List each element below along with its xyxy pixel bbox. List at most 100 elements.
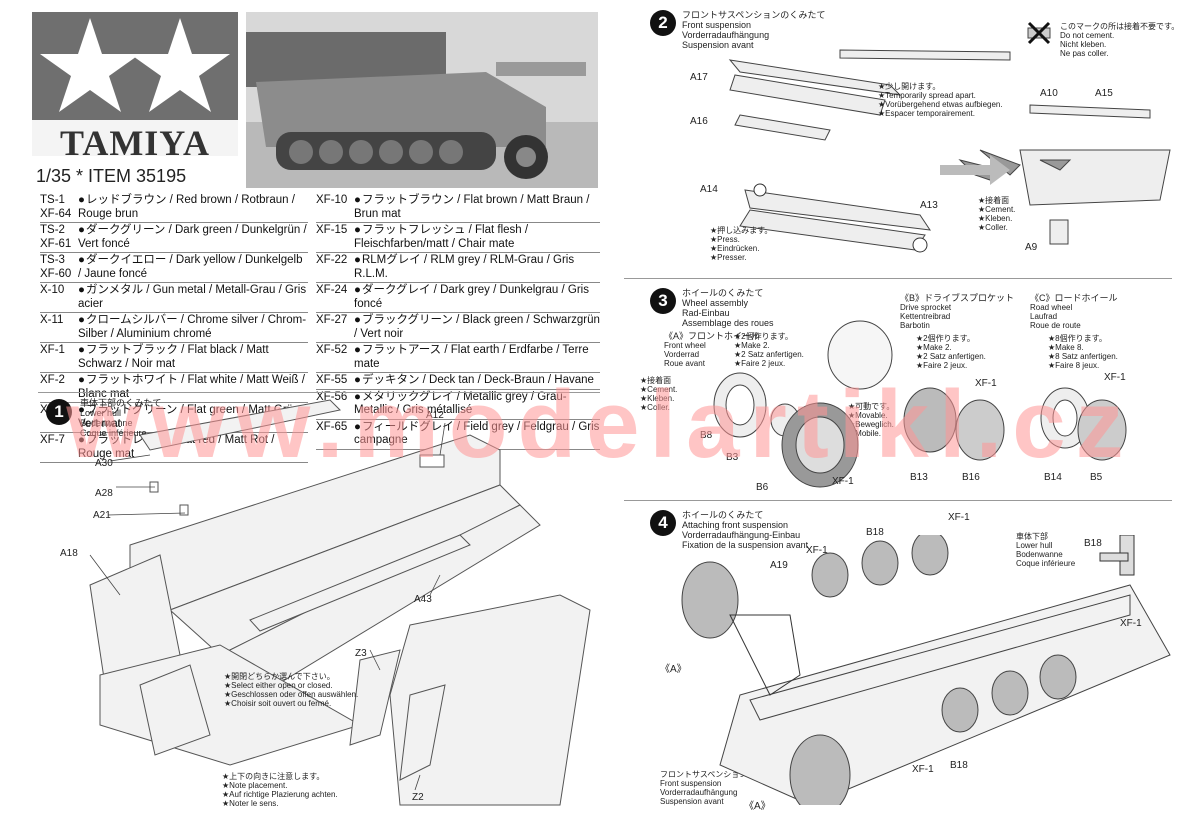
paint-code: XF-52 xyxy=(316,344,348,356)
paint-row: XF-10フラットブラウン / Flat brown / Matt Braun … xyxy=(316,193,600,223)
paint-list-left: TS-1 XF-64レッドブラウン / Red brown / Rotbraun… xyxy=(40,193,308,463)
note-line: Lower hull xyxy=(1016,541,1053,550)
step-number: 4 xyxy=(650,510,676,536)
note-line: ★Coller. xyxy=(640,403,670,412)
note-line: Roue de route xyxy=(1030,321,1081,330)
cement-note: ★接着面 ★Cement. ★Kleben. ★Coller. xyxy=(640,376,677,412)
note-line: ★2 Satz anfertigen. xyxy=(916,352,986,361)
part-label: XF-1 xyxy=(912,764,934,775)
note-line: ★2個作ります。 xyxy=(734,332,793,341)
note-line: ★Note placement. xyxy=(222,781,288,790)
step-title: フロントサスペンションのくみたて Front suspension Vorder… xyxy=(682,10,826,50)
part-label: A43 xyxy=(414,594,432,605)
note-line: ★Vorübergehend etwas aufbiegen. xyxy=(878,100,1003,109)
note-line: Front wheel xyxy=(664,341,706,350)
note-line: Roue avant xyxy=(664,359,705,368)
paint-code: X-10 xyxy=(40,284,65,296)
note-line: このマークの所は接着不要です。 xyxy=(1060,22,1180,31)
note-line: ★Make 8. xyxy=(1048,343,1084,352)
step-title: ホイールのくみたて Attaching front suspension Vor… xyxy=(682,510,808,550)
step-title-line: 車体下部のくみたて xyxy=(80,398,162,408)
part-label: B18 xyxy=(1084,538,1102,549)
part-label: A13 xyxy=(920,200,938,211)
part-label: A9 xyxy=(1025,242,1038,253)
paint-name: フラットフレッシュ / Flat flesh / Fleischfarben/m… xyxy=(354,224,600,251)
step-title-line: Assemblage des roues xyxy=(682,318,774,328)
step-title: ホイールのくみたて Wheel assembly Rad-Einbau Asse… xyxy=(682,288,774,328)
note-line: Kettentreibrad xyxy=(900,312,951,321)
paint-code: XF-2 xyxy=(40,374,65,386)
part-label: A21 xyxy=(93,510,111,521)
part-label: B13 xyxy=(910,472,928,483)
paint-row: XF-56メタリックグレイ / Metallic grey / Grau-Met… xyxy=(316,390,600,420)
paint-name: ダークグレイ / Dark grey / Dunkelgrau / Gris f… xyxy=(354,284,600,311)
note-line: ★Cement. xyxy=(640,385,678,394)
step-title-line: ホイールのくみたて xyxy=(682,288,764,298)
note-line: Coque inférieure xyxy=(1016,559,1076,568)
note-line: ★Geschlossen oder offen auswählen. xyxy=(224,690,359,699)
paint-row: X-10ガンメタル / Gun metal / Metall-Grau / Gr… xyxy=(40,283,308,313)
paint-name: デッキタン / Deck tan / Deck-Braun / Havane xyxy=(354,374,600,388)
paint-code: XF-22 xyxy=(316,254,348,266)
paint-name: レッドブラウン / Red brown / Rotbraun / Rouge b… xyxy=(78,194,308,221)
paint-row: TS-2 XF-61ダークグリーン / Dark green / Dunkelg… xyxy=(40,223,308,253)
note-line: Barbotin xyxy=(900,321,930,330)
part-label: B8 xyxy=(700,430,713,441)
paint-row: X-11クロームシルバー / Chrome silver / Chrom-Sil… xyxy=(40,313,308,343)
note-line: ★Temporarily spread apart. xyxy=(878,91,976,100)
note-line: ★Espacer temporairement. xyxy=(878,109,975,118)
paint-row: XF-24ダークグレイ / Dark grey / Dunkelgrau / G… xyxy=(316,283,600,313)
paint-name: フラットブラック / Flat black / Matt Schwarz / N… xyxy=(78,344,308,371)
note-line: ★接着面 xyxy=(640,376,672,385)
note-line: ★Faire 2 jeux. xyxy=(734,359,786,368)
note-line: Laufrad xyxy=(1030,312,1058,321)
part-label: XF-1 xyxy=(1104,372,1126,383)
section-divider xyxy=(38,392,600,393)
paint-row: XF-52 フラットアース / Flat earth / Erdfarbe / T… xyxy=(316,343,600,373)
note-line: ★Faire 8 jeux. xyxy=(1048,361,1100,370)
note-press: ★押し込みます。 ★Press. ★Eindrücken. ★Presser. xyxy=(710,226,772,262)
part-label: A12 xyxy=(426,410,444,421)
front-wheel-heading: 《A》フロントホイール Front wheel Vorderrad Roue a… xyxy=(664,332,760,369)
paint-code: XF-1 xyxy=(40,344,65,356)
note-line: ★Coller. xyxy=(978,223,1008,232)
paint-row: TS-1 XF-64レッドブラウン / Red brown / Rotbraun… xyxy=(40,193,308,223)
page-gutter xyxy=(600,0,620,815)
part-label: A14 xyxy=(700,184,718,195)
note-open-closed: ★開閉どちらか選んで下さい。 ★Select either open or cl… xyxy=(224,672,358,708)
sprocket-heading: 《B》ドライブスプロケット Drive sprocket Kettentreib… xyxy=(900,294,1014,331)
paint-list-right: XF-10フラットブラウン / Flat brown / Matt Braun … xyxy=(316,193,600,450)
part-label: A10 xyxy=(1040,88,1058,99)
note-line: Vorderrad xyxy=(664,350,700,359)
note-line: ★Mobile. xyxy=(848,429,881,438)
paint-row: XF-15フラットフレッシュ / Flat flesh / Fleischfar… xyxy=(316,223,600,253)
step-title-line: ホイールのくみたて xyxy=(682,510,764,520)
part-label: XF-1 xyxy=(975,378,997,389)
paint-name: フラットアース / Flat earth / Erdfarbe / Terre … xyxy=(354,344,600,371)
part-label: A30 xyxy=(95,458,113,469)
note-line: ★8個作ります。 xyxy=(1048,334,1107,343)
wheel-assembly-diagram xyxy=(700,320,1140,490)
note-line: Suspension avant xyxy=(660,797,724,806)
note-line: Road wheel xyxy=(1030,303,1073,312)
note-line: ★少し開けます。 xyxy=(878,82,941,91)
step-title-line: Coque inférieure xyxy=(80,428,147,438)
note-line: ★Presser. xyxy=(710,253,747,262)
part-label: B16 xyxy=(962,472,980,483)
note-line: ★Make 2. xyxy=(916,343,952,352)
movable-note: ★可動です。 ★Movable. ★Beweglich. ★Mobile. xyxy=(848,402,894,438)
note-line: ★接着面 xyxy=(978,196,1010,205)
paint-name: フラットホワイト / Flat white / Matt Weiß / Blan… xyxy=(78,374,308,401)
tamiya-stars-icon xyxy=(32,12,238,120)
part-label: B6 xyxy=(756,482,769,493)
road-wheel-heading: 《C》ロードホイール Road wheel Laufrad Roue de ro… xyxy=(1030,294,1118,331)
step-title: 車体下部のくみたて Lower hull Bodenwanne Coque in… xyxy=(80,398,161,438)
part-label: B18 xyxy=(950,760,968,771)
note-line: ★Eindrücken. xyxy=(710,244,760,253)
note-line: ★Choisir soit ouvert ou fermé. xyxy=(224,699,332,708)
instruction-page-left: TAMIYA 1/35 * ITEM 35195 TS-1 XF-64レッドブラ… xyxy=(0,0,600,815)
part-label: Z3 xyxy=(355,648,367,659)
note-line: フロントサスペンション xyxy=(660,770,748,779)
paint-name: メタリックグレイ / Metallic grey / Grau-Metallic… xyxy=(354,391,600,418)
part-label: A28 xyxy=(95,488,113,499)
